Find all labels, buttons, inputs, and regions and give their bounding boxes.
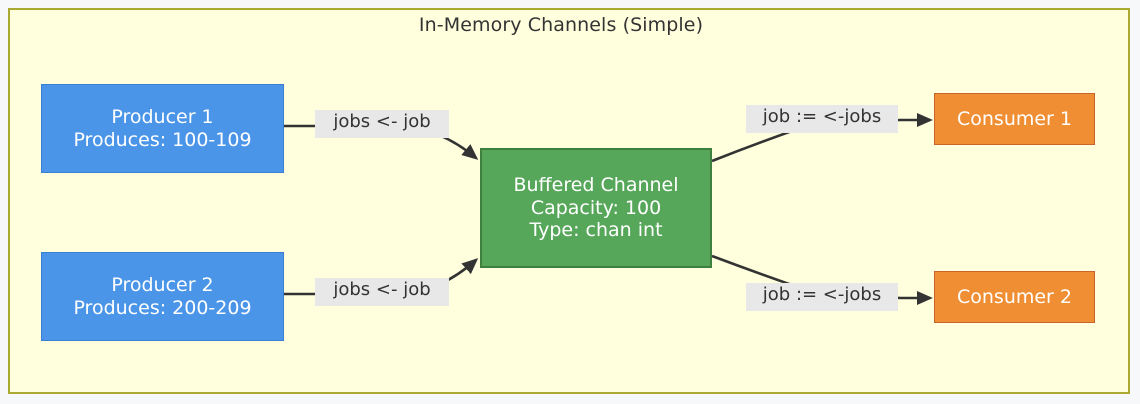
node-producer-1-title: Producer 1 [111, 106, 214, 129]
node-producer-1[interactable]: Producer 1 Produces: 100-109 [41, 84, 284, 173]
edge-label-channel-to-consumer2: job := <-jobs [746, 283, 898, 311]
node-producer-1-detail: Produces: 100-109 [73, 128, 252, 151]
edge-label-producer1-to-channel: jobs <- job [315, 110, 449, 138]
node-buffered-channel[interactable]: Buffered Channel Capacity: 100 Type: cha… [480, 148, 712, 268]
page-title: In-Memory Channels (Simple) [418, 14, 704, 36]
node-channel-capacity: Capacity: 100 [530, 196, 662, 219]
edge-label-channel-to-consumer1: job := <-jobs [746, 105, 898, 133]
node-consumer-1[interactable]: Consumer 1 [934, 93, 1095, 145]
node-channel-type: Type: chan int [529, 219, 663, 242]
node-producer-2-detail: Produces: 200-209 [73, 296, 252, 319]
edge-label-producer2-to-channel: jobs <- job [315, 278, 449, 306]
node-producer-2-title: Producer 2 [111, 274, 214, 297]
node-consumer-1-label: Consumer 1 [956, 107, 1072, 130]
node-producer-2[interactable]: Producer 2 Produces: 200-209 [41, 252, 284, 341]
node-channel-title: Buffered Channel [513, 174, 679, 197]
node-consumer-2[interactable]: Consumer 2 [934, 271, 1095, 323]
node-consumer-2-label: Consumer 2 [956, 285, 1072, 308]
